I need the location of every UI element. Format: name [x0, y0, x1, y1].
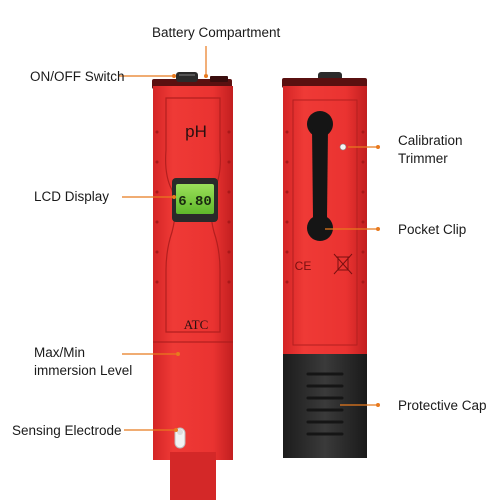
on-off-switch: [176, 72, 198, 82]
label-calibration-line2: Trimmer: [398, 151, 448, 166]
pocket-clip: [307, 111, 333, 241]
callout-lines: [118, 46, 378, 431]
label-protective-cap: Protective Cap: [398, 398, 487, 413]
label-max-min-line2: immersion Level: [34, 363, 132, 378]
label-lcd-display: LCD Display: [34, 189, 109, 204]
protective-cap: [283, 354, 367, 458]
meter-back: CE: [282, 72, 367, 458]
meter-front: pH 6.80 ATC: [152, 72, 233, 500]
atc-text: ATC: [184, 317, 209, 332]
label-pocket-clip: Pocket Clip: [398, 222, 466, 237]
battery-compartment: [210, 76, 228, 82]
label-battery-compartment: Battery Compartment: [152, 25, 281, 40]
label-calibration-line1: Calibration: [398, 133, 463, 148]
label-on-off-switch: ON/OFF Switch: [30, 69, 125, 84]
lcd-screen: [176, 184, 214, 214]
ph-brand-text: pH: [185, 122, 207, 141]
immersion-section: [153, 342, 233, 460]
ce-mark: CE: [295, 259, 312, 273]
calibration-trimmer: [339, 143, 347, 151]
label-max-min-line1: Max/Min: [34, 345, 85, 360]
weee-bin-icon: [333, 253, 353, 275]
lcd-reading: 6.80: [178, 194, 212, 210]
label-sensing-electrode: Sensing Electrode: [12, 423, 122, 438]
